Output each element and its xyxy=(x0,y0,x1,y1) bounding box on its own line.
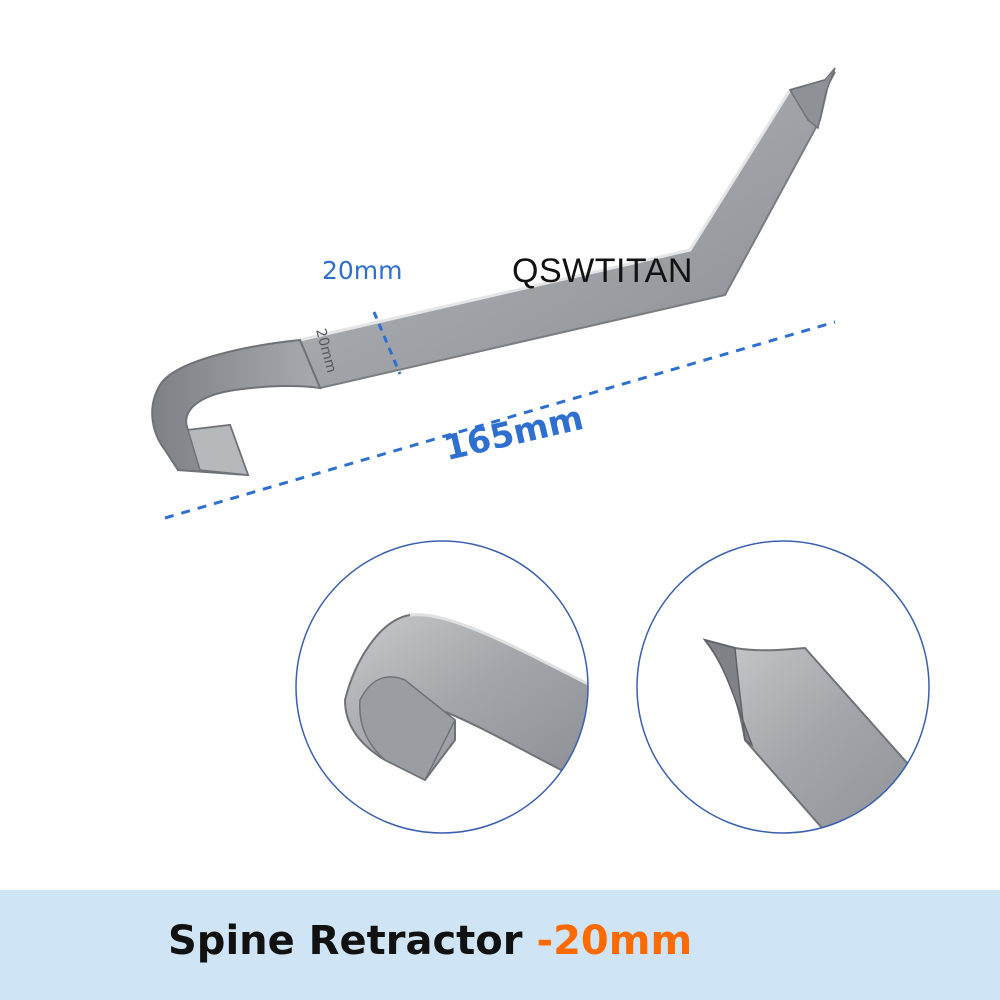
retractor-hook-tip xyxy=(187,424,250,476)
product-title: Spine Retractor -20mm xyxy=(168,918,692,964)
detail-hook-closeup xyxy=(295,540,589,834)
width-dimension-label: 20mm xyxy=(322,256,403,285)
product-size: -20mm xyxy=(536,918,693,964)
title-banner xyxy=(0,890,1000,1000)
width-dimension-line xyxy=(372,311,402,375)
product-name: Spine Retractor xyxy=(168,918,523,964)
retractor-shaft xyxy=(298,71,836,390)
detail-tip-closeup xyxy=(636,540,930,834)
length-dimension-line xyxy=(164,320,836,520)
retractor-top-tip xyxy=(788,67,836,130)
retractor-instrument xyxy=(151,67,836,477)
shaft-edge xyxy=(299,89,792,342)
brand-watermark: QSWTITAN xyxy=(512,252,693,290)
